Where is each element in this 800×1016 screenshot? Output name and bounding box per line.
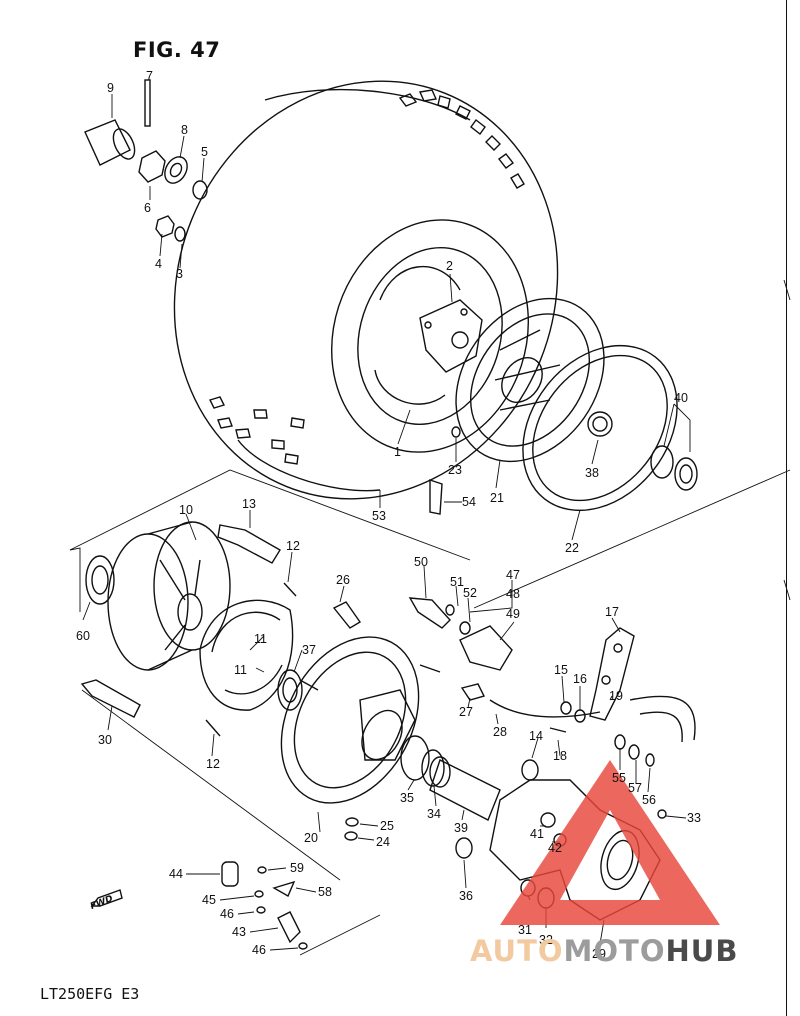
callout-16: 16 (573, 672, 587, 686)
brake-pin (80, 679, 141, 718)
callout-22: 22 (565, 541, 579, 555)
brake-panel (280, 636, 441, 804)
callout-27: 27 (459, 705, 473, 719)
callout-40: 40 (674, 391, 688, 405)
callout-50: 50 (414, 555, 428, 569)
callout-13: 13 (242, 497, 256, 511)
gasket (522, 344, 678, 512)
callout-4: 4 (155, 257, 162, 271)
page-edge-border (786, 0, 800, 1016)
brake-cam (205, 524, 297, 737)
callout-39: 39 (454, 821, 468, 835)
callout-59: 59 (290, 861, 304, 875)
callout-42: 42 (548, 841, 562, 855)
callout-20: 20 (304, 831, 318, 845)
callout-49: 49 (506, 607, 520, 621)
bolt-26 (332, 601, 362, 629)
callout-12-bottom: 12 (206, 757, 220, 771)
callout-36: 36 (459, 889, 473, 903)
callout-32: 32 (539, 933, 553, 947)
callout-52: 52 (463, 586, 477, 600)
callout-47: 47 (506, 568, 520, 582)
cable-bracket (589, 627, 635, 721)
axle-shaft (429, 756, 501, 821)
callout-33: 33 (687, 811, 701, 825)
callout-41: 41 (530, 827, 544, 841)
watermark-logo-triangle (500, 760, 720, 925)
callout-43: 43 (232, 925, 246, 939)
callout-6: 6 (144, 201, 151, 215)
bearings (650, 445, 698, 491)
callout-3: 3 (176, 267, 183, 281)
callout-60: 60 (76, 629, 90, 643)
callout-2: 2 (446, 259, 453, 273)
callout-7: 7 (146, 69, 153, 83)
callout-46-lower: 46 (252, 943, 266, 957)
watermark-wordmark: AUTOMOTOHUB (470, 934, 738, 968)
callout-18: 18 (553, 749, 567, 763)
hub-bearings (400, 735, 445, 787)
callout-58: 58 (318, 885, 332, 899)
callout-31: 31 (518, 923, 532, 937)
callout-48: 48 (506, 587, 520, 601)
callout-54: 54 (462, 495, 476, 509)
brake-cover-plate (455, 297, 605, 463)
figure-title: FIG. 47 (133, 38, 221, 62)
callout-37: 37 (302, 643, 316, 657)
callout-57: 57 (628, 781, 642, 795)
callout-21: 21 (490, 491, 504, 505)
callout-55: 55 (612, 771, 626, 785)
callout-8: 8 (181, 123, 188, 137)
callout-26: 26 (336, 573, 350, 587)
callout-30: 30 (98, 733, 112, 747)
callout-15: 15 (554, 663, 568, 677)
callout-46-upper: 46 (220, 907, 234, 921)
callout-14: 14 (529, 729, 543, 743)
callout-1: 1 (394, 445, 401, 459)
callout-11-upper: 11 (254, 632, 267, 646)
small-hardware (221, 426, 667, 950)
callout-19: 19 (609, 689, 623, 703)
breather-hose (489, 695, 696, 743)
callout-25: 25 (380, 819, 394, 833)
callout-12-top: 12 (286, 539, 300, 553)
callout-10: 10 (179, 503, 193, 517)
callout-53: 53 (372, 509, 386, 523)
callout-5: 5 (201, 145, 208, 159)
brake-shoes (199, 599, 294, 711)
callout-51: 51 (450, 575, 464, 589)
callout-38: 38 (585, 466, 599, 480)
callout-56: 56 (642, 793, 656, 807)
model-code: LT250EFG E3 (40, 985, 140, 1003)
callout-29: 29 (592, 947, 606, 961)
callout-11-lower: 11 (234, 663, 247, 677)
watermark-part-moto: MOTO (563, 934, 666, 968)
seal (85, 555, 115, 605)
watermark-part-hub: HUB (665, 934, 739, 968)
callout-28: 28 (493, 725, 507, 739)
callout-35: 35 (400, 791, 414, 805)
seal-37 (277, 669, 303, 711)
fwd-arrow (90, 889, 123, 907)
wheel-rim (357, 247, 503, 425)
callout-45: 45 (202, 893, 216, 907)
callout-23: 23 (448, 463, 462, 477)
callout-44: 44 (169, 867, 183, 881)
watermark-part-auto: AUTO (470, 934, 564, 968)
axle-nut-parts (84, 79, 208, 242)
callout-34: 34 (427, 807, 441, 821)
tire (173, 80, 559, 500)
callout-9: 9 (107, 81, 114, 95)
callout-17: 17 (605, 605, 619, 619)
callout-24: 24 (376, 835, 390, 849)
brake-drum (107, 521, 231, 671)
